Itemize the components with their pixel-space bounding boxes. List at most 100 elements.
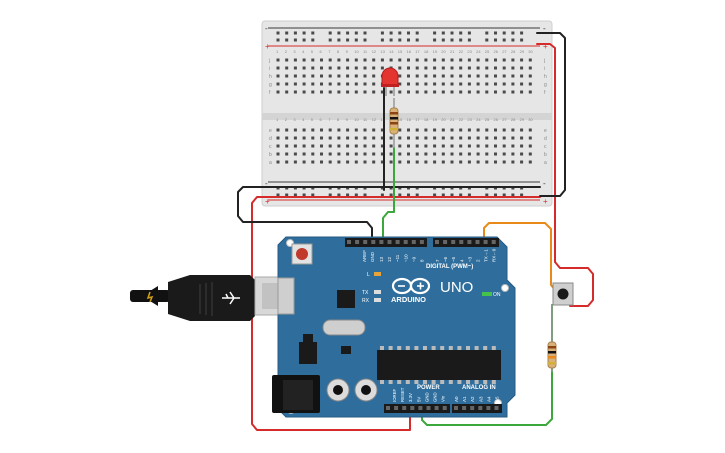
- breadboard-hole[interactable]: [285, 82, 289, 86]
- breadboard-hole[interactable]: [494, 136, 497, 140]
- breadboard-hole[interactable]: [320, 66, 323, 70]
- breadboard-hole[interactable]: [372, 144, 376, 148]
- breadboard-hole[interactable]: [337, 74, 341, 78]
- breadboard-hole[interactable]: [372, 152, 376, 156]
- breadboard-hole[interactable]: [407, 90, 410, 94]
- breadboard-hole[interactable]: [485, 66, 489, 70]
- rail-hole[interactable]: [293, 38, 297, 42]
- breadboard-hole[interactable]: [424, 136, 428, 140]
- push-button[interactable]: [552, 282, 574, 306]
- breadboard-hole[interactable]: [520, 74, 524, 78]
- breadboard-hole[interactable]: [363, 74, 367, 78]
- breadboard-hole[interactable]: [459, 128, 463, 132]
- rail-hole[interactable]: [441, 31, 445, 35]
- rail-hole[interactable]: [293, 31, 297, 35]
- breadboard-hole[interactable]: [346, 82, 350, 86]
- rail-hole[interactable]: [459, 193, 463, 197]
- rail-hole[interactable]: [485, 193, 489, 197]
- header-pin[interactable]: [411, 240, 416, 244]
- rail-hole[interactable]: [302, 193, 306, 197]
- header-pin[interactable]: [486, 406, 491, 410]
- breadboard-hole[interactable]: [450, 128, 454, 132]
- breadboard-hole[interactable]: [293, 136, 297, 140]
- rail-hole[interactable]: [467, 38, 471, 42]
- breadboard-hole[interactable]: [328, 90, 332, 94]
- breadboard-hole[interactable]: [311, 82, 315, 86]
- rail-hole[interactable]: [328, 193, 332, 197]
- breadboard-hole[interactable]: [380, 58, 384, 62]
- breadboard-hole[interactable]: [328, 128, 332, 132]
- breadboard-hole[interactable]: [502, 82, 506, 86]
- breadboard-hole[interactable]: [433, 90, 437, 94]
- breadboard-hole[interactable]: [389, 152, 393, 156]
- rail-hole[interactable]: [285, 38, 289, 42]
- rail-hole[interactable]: [494, 193, 497, 197]
- breadboard-hole[interactable]: [450, 74, 454, 78]
- breadboard-hole[interactable]: [476, 128, 480, 132]
- breadboard-hole[interactable]: [398, 144, 402, 148]
- rail-hole[interactable]: [407, 38, 410, 42]
- breadboard-hole[interactable]: [485, 58, 489, 62]
- breadboard-hole[interactable]: [372, 136, 376, 140]
- breadboard-hole[interactable]: [389, 144, 393, 148]
- breadboard-hole[interactable]: [424, 128, 428, 132]
- breadboard-hole[interactable]: [424, 66, 428, 70]
- breadboard-hole[interactable]: [302, 82, 306, 86]
- rail-hole[interactable]: [441, 38, 445, 42]
- breadboard-hole[interactable]: [424, 152, 428, 156]
- breadboard-hole[interactable]: [520, 90, 524, 94]
- breadboard-hole[interactable]: [293, 58, 297, 62]
- breadboard-hole[interactable]: [302, 128, 306, 132]
- breadboard-hole[interactable]: [441, 82, 445, 86]
- rail-hole[interactable]: [502, 193, 506, 197]
- rail-hole[interactable]: [467, 31, 471, 35]
- breadboard-hole[interactable]: [441, 128, 445, 132]
- breadboard-hole[interactable]: [520, 58, 524, 62]
- rail-hole[interactable]: [398, 193, 402, 197]
- rail-hole[interactable]: [415, 38, 419, 42]
- breadboard-hole[interactable]: [476, 58, 480, 62]
- breadboard-hole[interactable]: [285, 74, 289, 78]
- breadboard-hole[interactable]: [407, 152, 410, 156]
- breadboard-hole[interactable]: [467, 136, 471, 140]
- rail-hole[interactable]: [459, 31, 463, 35]
- header-pin[interactable]: [419, 240, 424, 244]
- breadboard-hole[interactable]: [441, 90, 445, 94]
- breadboard-hole[interactable]: [494, 58, 497, 62]
- breadboard-hole[interactable]: [276, 128, 280, 132]
- breadboard-hole[interactable]: [485, 144, 489, 148]
- rail-hole[interactable]: [433, 193, 437, 197]
- breadboard-hole[interactable]: [424, 144, 428, 148]
- breadboard-hole[interactable]: [485, 74, 489, 78]
- breadboard-hole[interactable]: [320, 152, 323, 156]
- rail-hole[interactable]: [328, 38, 332, 42]
- breadboard-hole[interactable]: [459, 136, 463, 140]
- breadboard-hole[interactable]: [485, 82, 489, 86]
- breadboard-hole[interactable]: [337, 144, 341, 148]
- rail-hole[interactable]: [346, 193, 350, 197]
- breadboard-hole[interactable]: [354, 160, 358, 164]
- breadboard-hole[interactable]: [346, 144, 350, 148]
- breadboard-hole[interactable]: [494, 90, 497, 94]
- breadboard-hole[interactable]: [320, 58, 323, 62]
- breadboard-hole[interactable]: [485, 90, 489, 94]
- header-pin[interactable]: [459, 240, 464, 244]
- breadboard-hole[interactable]: [433, 136, 437, 140]
- breadboard-hole[interactable]: [502, 90, 506, 94]
- breadboard-hole[interactable]: [407, 82, 410, 86]
- breadboard-hole[interactable]: [494, 160, 497, 164]
- rail-hole[interactable]: [415, 193, 419, 197]
- breadboard-hole[interactable]: [494, 128, 497, 132]
- breadboard-hole[interactable]: [389, 160, 393, 164]
- breadboard-hole[interactable]: [433, 160, 437, 164]
- breadboard-hole[interactable]: [337, 136, 341, 140]
- breadboard-hole[interactable]: [528, 74, 532, 78]
- breadboard-hole[interactable]: [494, 144, 497, 148]
- breadboard-hole[interactable]: [337, 152, 341, 156]
- header-pin[interactable]: [347, 240, 351, 244]
- rail-hole[interactable]: [459, 38, 463, 42]
- breadboard-hole[interactable]: [459, 66, 463, 70]
- breadboard-hole[interactable]: [346, 74, 350, 78]
- breadboard-hole[interactable]: [459, 152, 463, 156]
- rail-hole[interactable]: [354, 193, 358, 197]
